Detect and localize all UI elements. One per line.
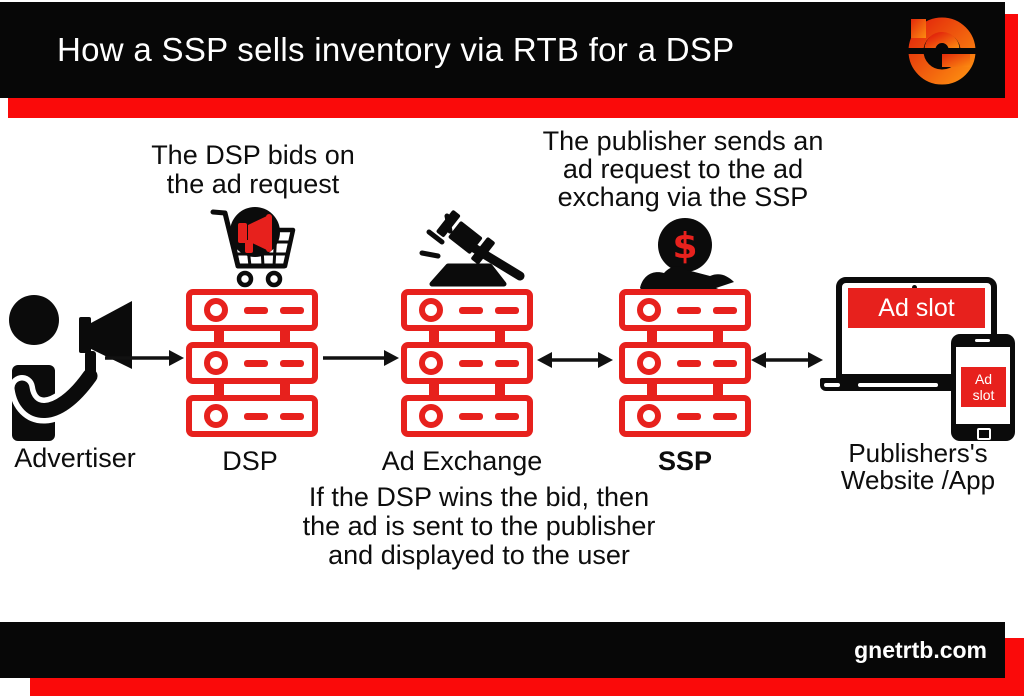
server-led-icon [419, 351, 443, 375]
dollar-symbol: $ [672, 226, 697, 267]
dsp-server-stack [186, 289, 318, 437]
laptop-ad-slot: Ad slot [848, 288, 985, 328]
arrow-advertiser-to-dsp [103, 347, 185, 369]
phone-ad-slot: Ad slot [961, 367, 1006, 407]
auction-gavel-icon [406, 204, 528, 292]
ad-exchange-server-stack [401, 289, 533, 437]
page-title: How a SSP sells inventory via RTB for a … [57, 31, 735, 68]
server-led-icon [204, 351, 228, 375]
server-led-icon [637, 404, 661, 428]
server-unit [401, 342, 533, 384]
webcam-dot-icon [912, 285, 917, 290]
server-unit [401, 289, 533, 331]
server-unit [186, 395, 318, 437]
footer-bar [0, 622, 1005, 678]
server-unit [619, 395, 751, 437]
g-spiral-logo [905, 9, 977, 89]
advertiser-label: Advertiser [14, 443, 136, 473]
server-led-icon [204, 298, 228, 322]
phone-speaker-icon [975, 339, 990, 342]
server-unit [401, 395, 533, 437]
laptop-base-notch [824, 383, 840, 387]
server-unit [619, 289, 751, 331]
ssp-label: SSP [657, 446, 713, 476]
ssp-annotation: The publisher sends an ad request to the… [542, 126, 824, 212]
server-led-icon [637, 298, 661, 322]
header-bar [0, 2, 1005, 98]
shopping-cart-megaphone-icon [205, 206, 305, 298]
server-unit [186, 342, 318, 384]
ad-exchange-label: Ad Exchange [381, 446, 543, 476]
dsp-annotation: The DSP bids on the ad request [151, 140, 355, 199]
server-led-icon [419, 298, 443, 322]
ssp-server-stack [619, 289, 751, 437]
website-url: gnetrtb.com [854, 637, 987, 663]
server-unit [619, 342, 751, 384]
arrow-ssp-publisher-bidirectional [750, 349, 824, 371]
phone-home-button-icon [977, 428, 991, 440]
win-annotation: If the DSP wins the bid, then the ad is … [302, 482, 656, 570]
dsp-label: DSP [222, 446, 278, 476]
server-led-icon [204, 404, 228, 428]
server-led-icon [419, 404, 443, 428]
server-led-icon [637, 351, 661, 375]
arrow-ad-exchange-ssp-bidirectional [536, 349, 614, 371]
laptop-base-notch [858, 383, 938, 387]
arrow-dsp-to-ad-exchange [322, 347, 400, 369]
server-unit [186, 289, 318, 331]
publisher-label: Publishers's Website /App [840, 438, 996, 495]
person-megaphone-icon [8, 292, 142, 444]
